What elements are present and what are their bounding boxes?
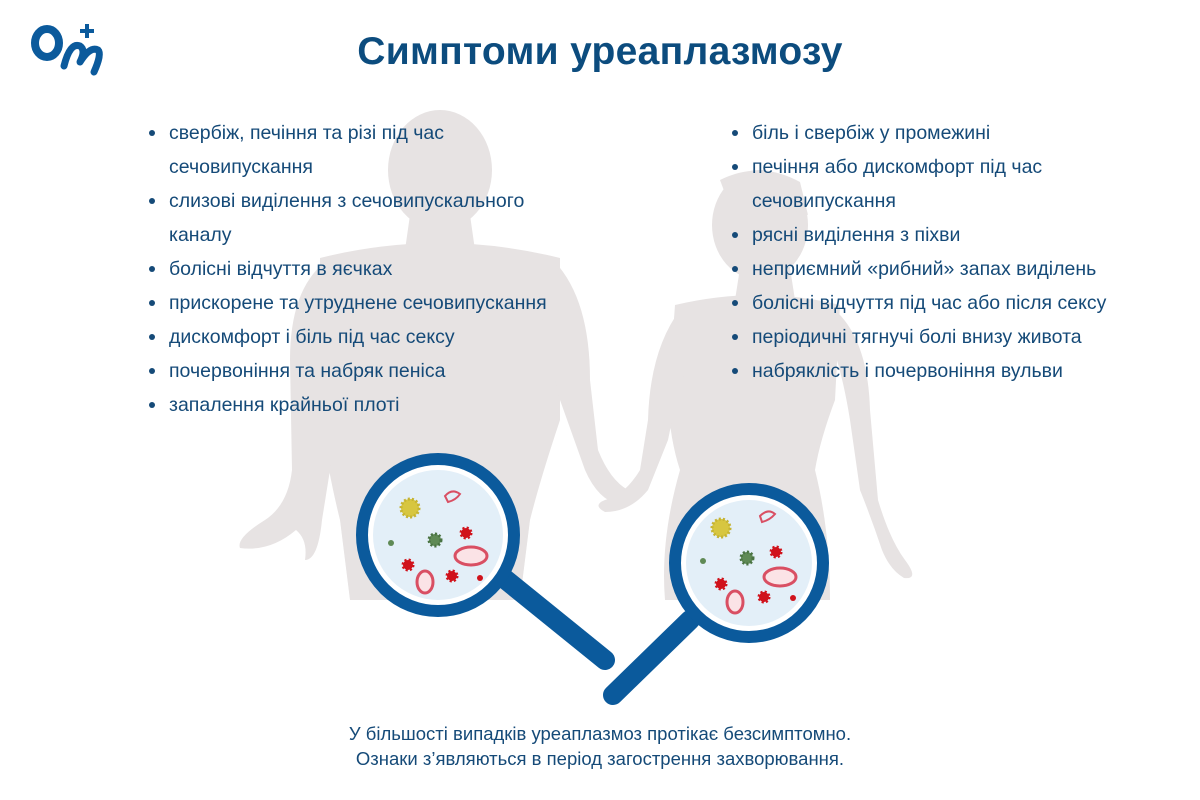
women-symptoms-list: біль і свербіж у промежині печіння або д… — [730, 116, 1170, 388]
footnote: У більшості випадків уреаплазмоз протіка… — [0, 721, 1200, 771]
list-item: неприємний «рибний» запах виділень — [730, 252, 1170, 286]
list-item: болісні відчуття під час або після сексу — [730, 286, 1170, 320]
list-item: почервоніння та набряк пеніса — [147, 354, 587, 388]
page-title: Симптоми уреаплазмозу — [357, 30, 843, 73]
bacteria-icon — [388, 490, 489, 595]
list-item: періодичні тягнучі болі внизу живота — [730, 320, 1170, 354]
list-item: прискорене та утруднене сечовипускання — [147, 286, 587, 320]
list-item: дискомфорт і біль під час сексу — [147, 320, 587, 354]
list-item: біль і свербіж у промежині — [730, 116, 1170, 150]
list-item: свербіж, печіння та різі під час сечовип… — [147, 116, 587, 184]
footnote-line: У більшості випадків уреаплазмоз протіка… — [348, 723, 852, 744]
magnifier-icon — [603, 483, 829, 705]
footnote-line: Ознаки з’являються в період загострення … — [355, 748, 845, 769]
oh-plus-logo-icon — [31, 24, 103, 76]
list-item: рясні виділення з піхви — [730, 218, 1170, 252]
magnifier-icon — [356, 453, 615, 670]
list-item: слизові виділення з сечовипускального ка… — [147, 184, 587, 252]
list-item: болісні відчуття в яєчках — [147, 252, 587, 286]
list-item: набряклість і почервоніння вульви — [730, 354, 1170, 388]
list-item: запалення крайньої плоті — [147, 388, 587, 422]
men-symptoms-list: свербіж, печіння та різі під час сечовип… — [147, 116, 587, 422]
bacteria-icon — [700, 510, 798, 615]
list-item: печіння або дискомфорт під час сечовипус… — [730, 150, 1170, 218]
